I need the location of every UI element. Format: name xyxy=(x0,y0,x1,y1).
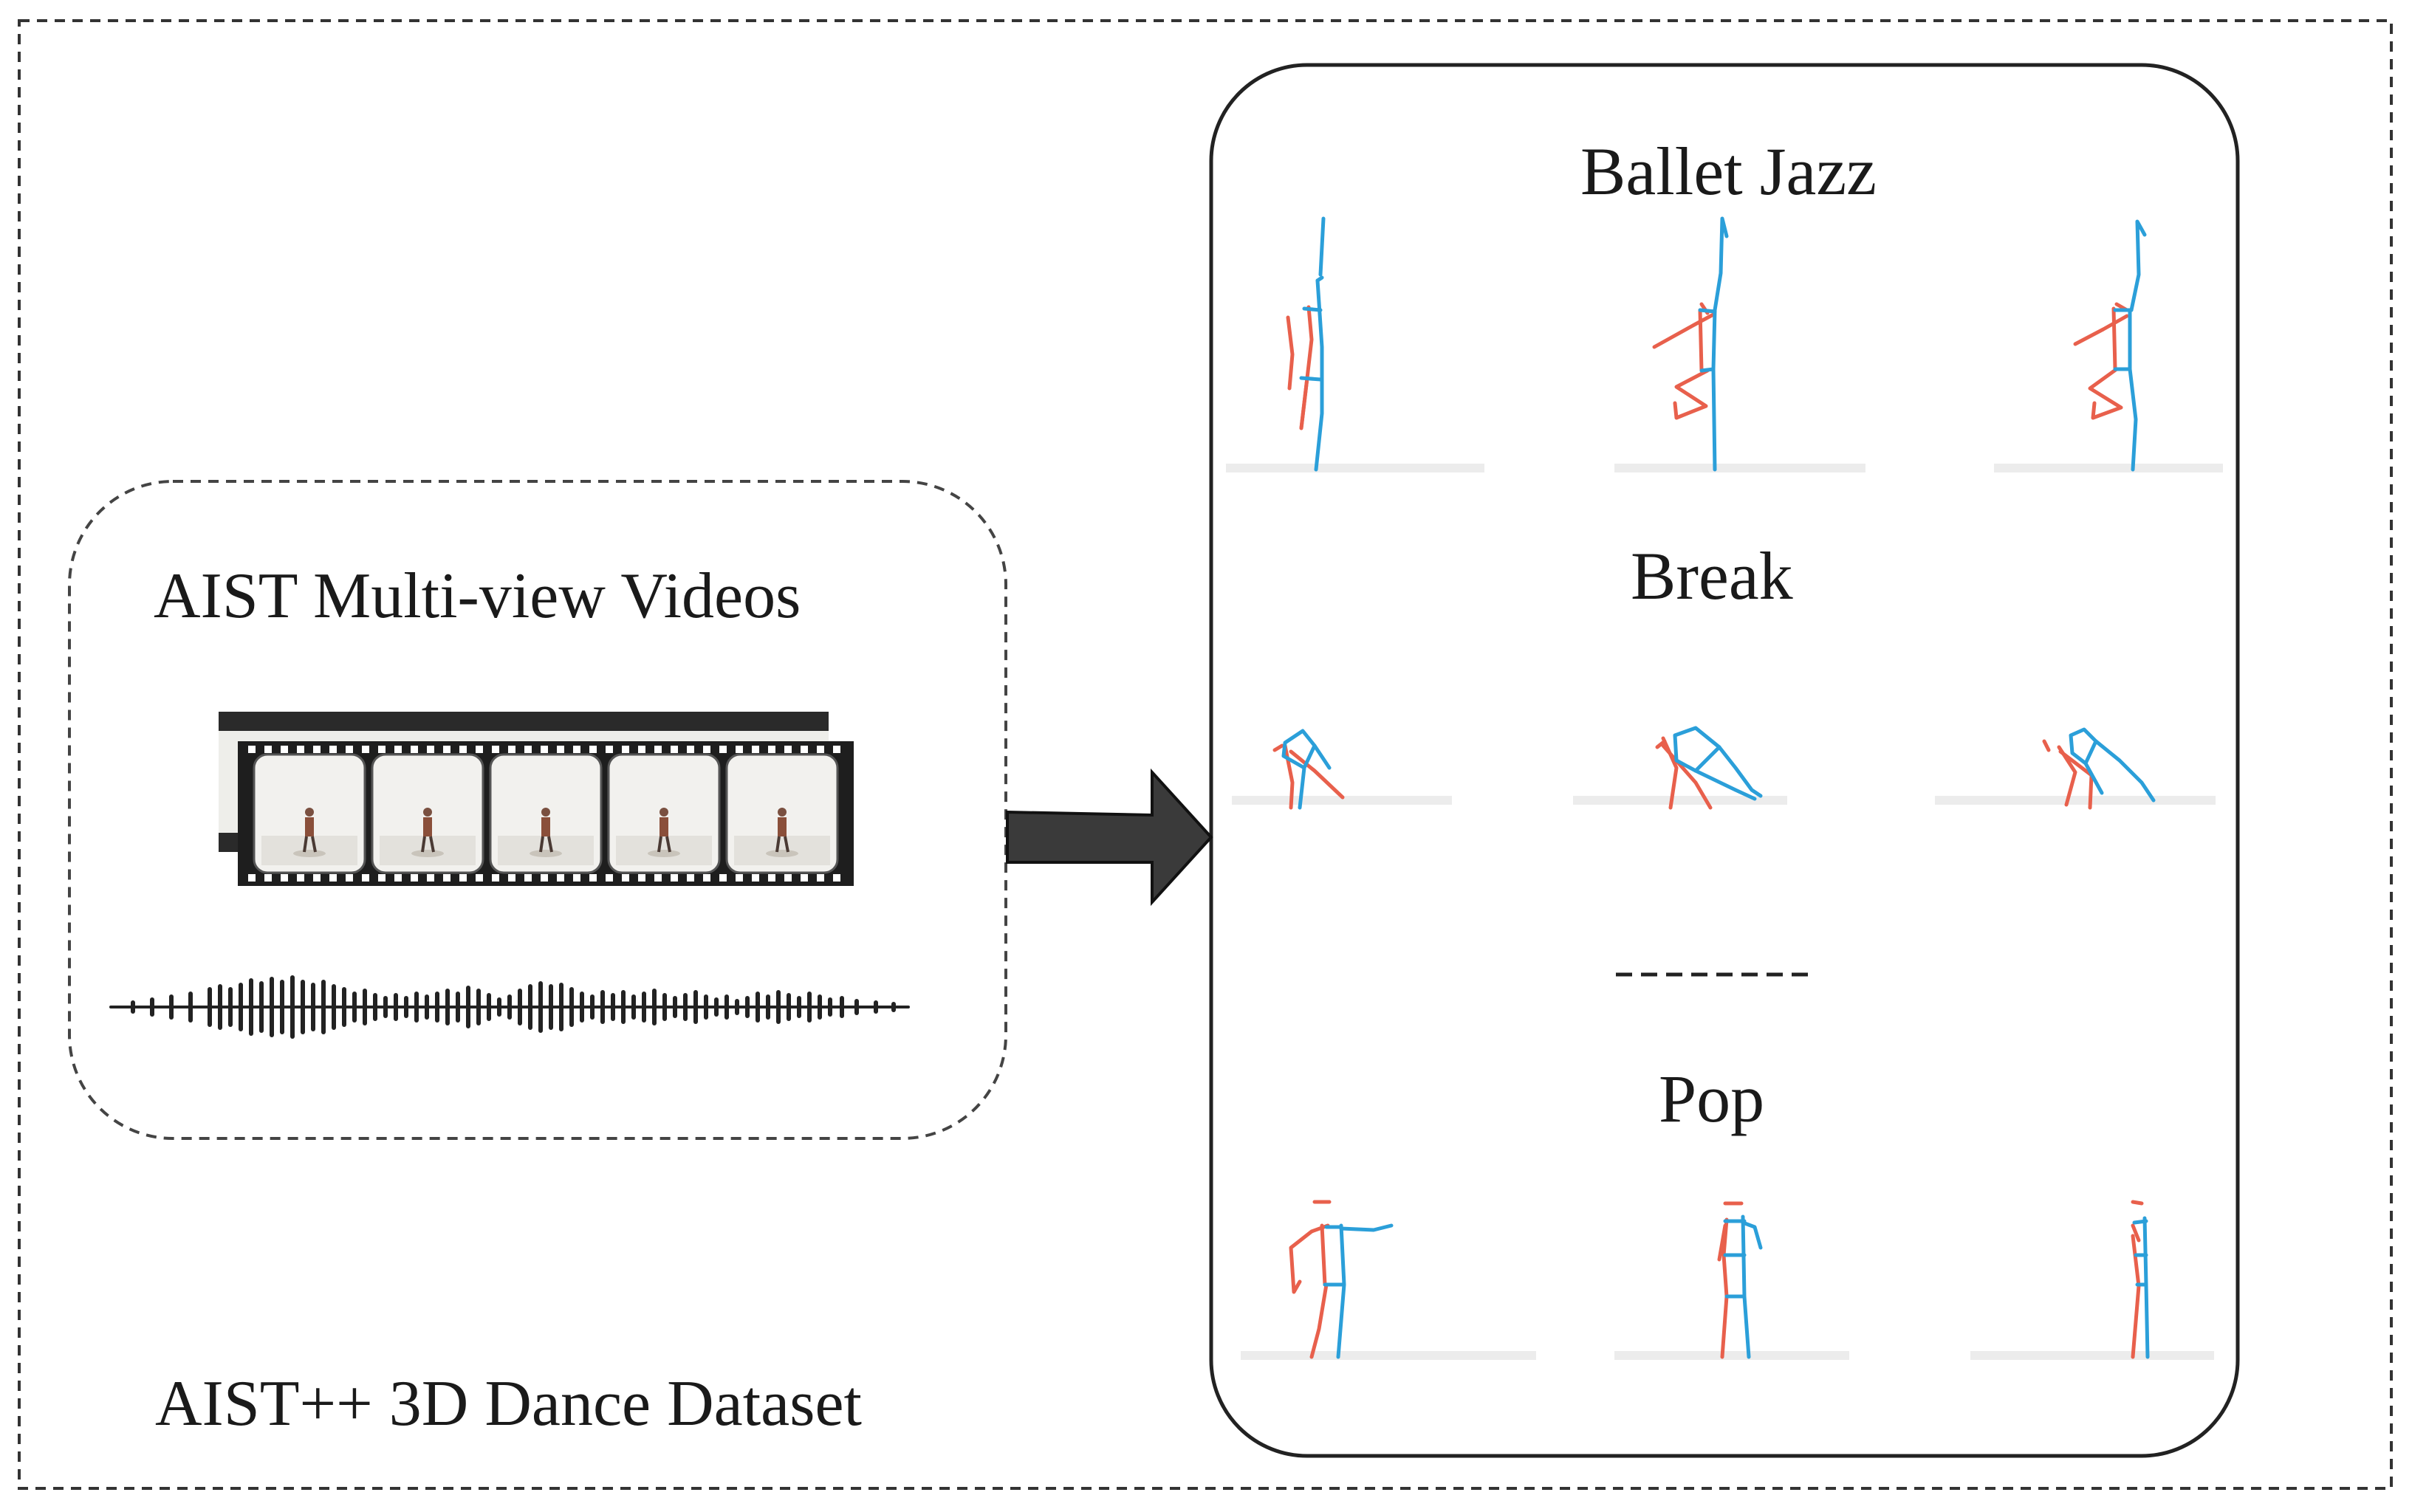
ground-shadows xyxy=(1226,464,2223,1360)
pop-pose-1 xyxy=(1289,1200,1394,1359)
video-frame xyxy=(489,753,603,874)
video-frame xyxy=(725,753,839,874)
video-frame xyxy=(607,753,721,874)
pop-pose-3 xyxy=(2131,1200,2150,1359)
ballet-jazz-pose-3 xyxy=(2073,219,2147,472)
ballet-jazz-pose-2 xyxy=(1652,216,1729,472)
video-frame xyxy=(253,753,366,874)
dataset-label: AIST++ 3D Dance Dataset xyxy=(155,1368,862,1440)
audio-waveform xyxy=(109,975,910,1039)
source-title: AIST Multi-view Videos xyxy=(154,560,801,632)
video-frame xyxy=(371,753,484,874)
outer-dashed-border xyxy=(18,19,2393,1490)
source-dashed-box xyxy=(68,480,1007,1140)
film-strip-front xyxy=(238,741,854,886)
genre-title-ballet-jazz: Ballet Jazz xyxy=(1580,134,1877,209)
break-pose-3 xyxy=(2042,727,2156,810)
ballet-jazz-pose-1 xyxy=(1286,216,1326,472)
genre-title-pop: Pop xyxy=(1659,1061,1765,1136)
break-pose-1 xyxy=(1272,729,1345,810)
flow-arrow xyxy=(1006,768,1213,907)
genre-title-break: Break xyxy=(1631,538,1793,614)
break-pose-2 xyxy=(1655,726,1763,810)
pop-pose-2 xyxy=(1717,1201,1763,1359)
genre-panel xyxy=(1209,63,2240,1458)
